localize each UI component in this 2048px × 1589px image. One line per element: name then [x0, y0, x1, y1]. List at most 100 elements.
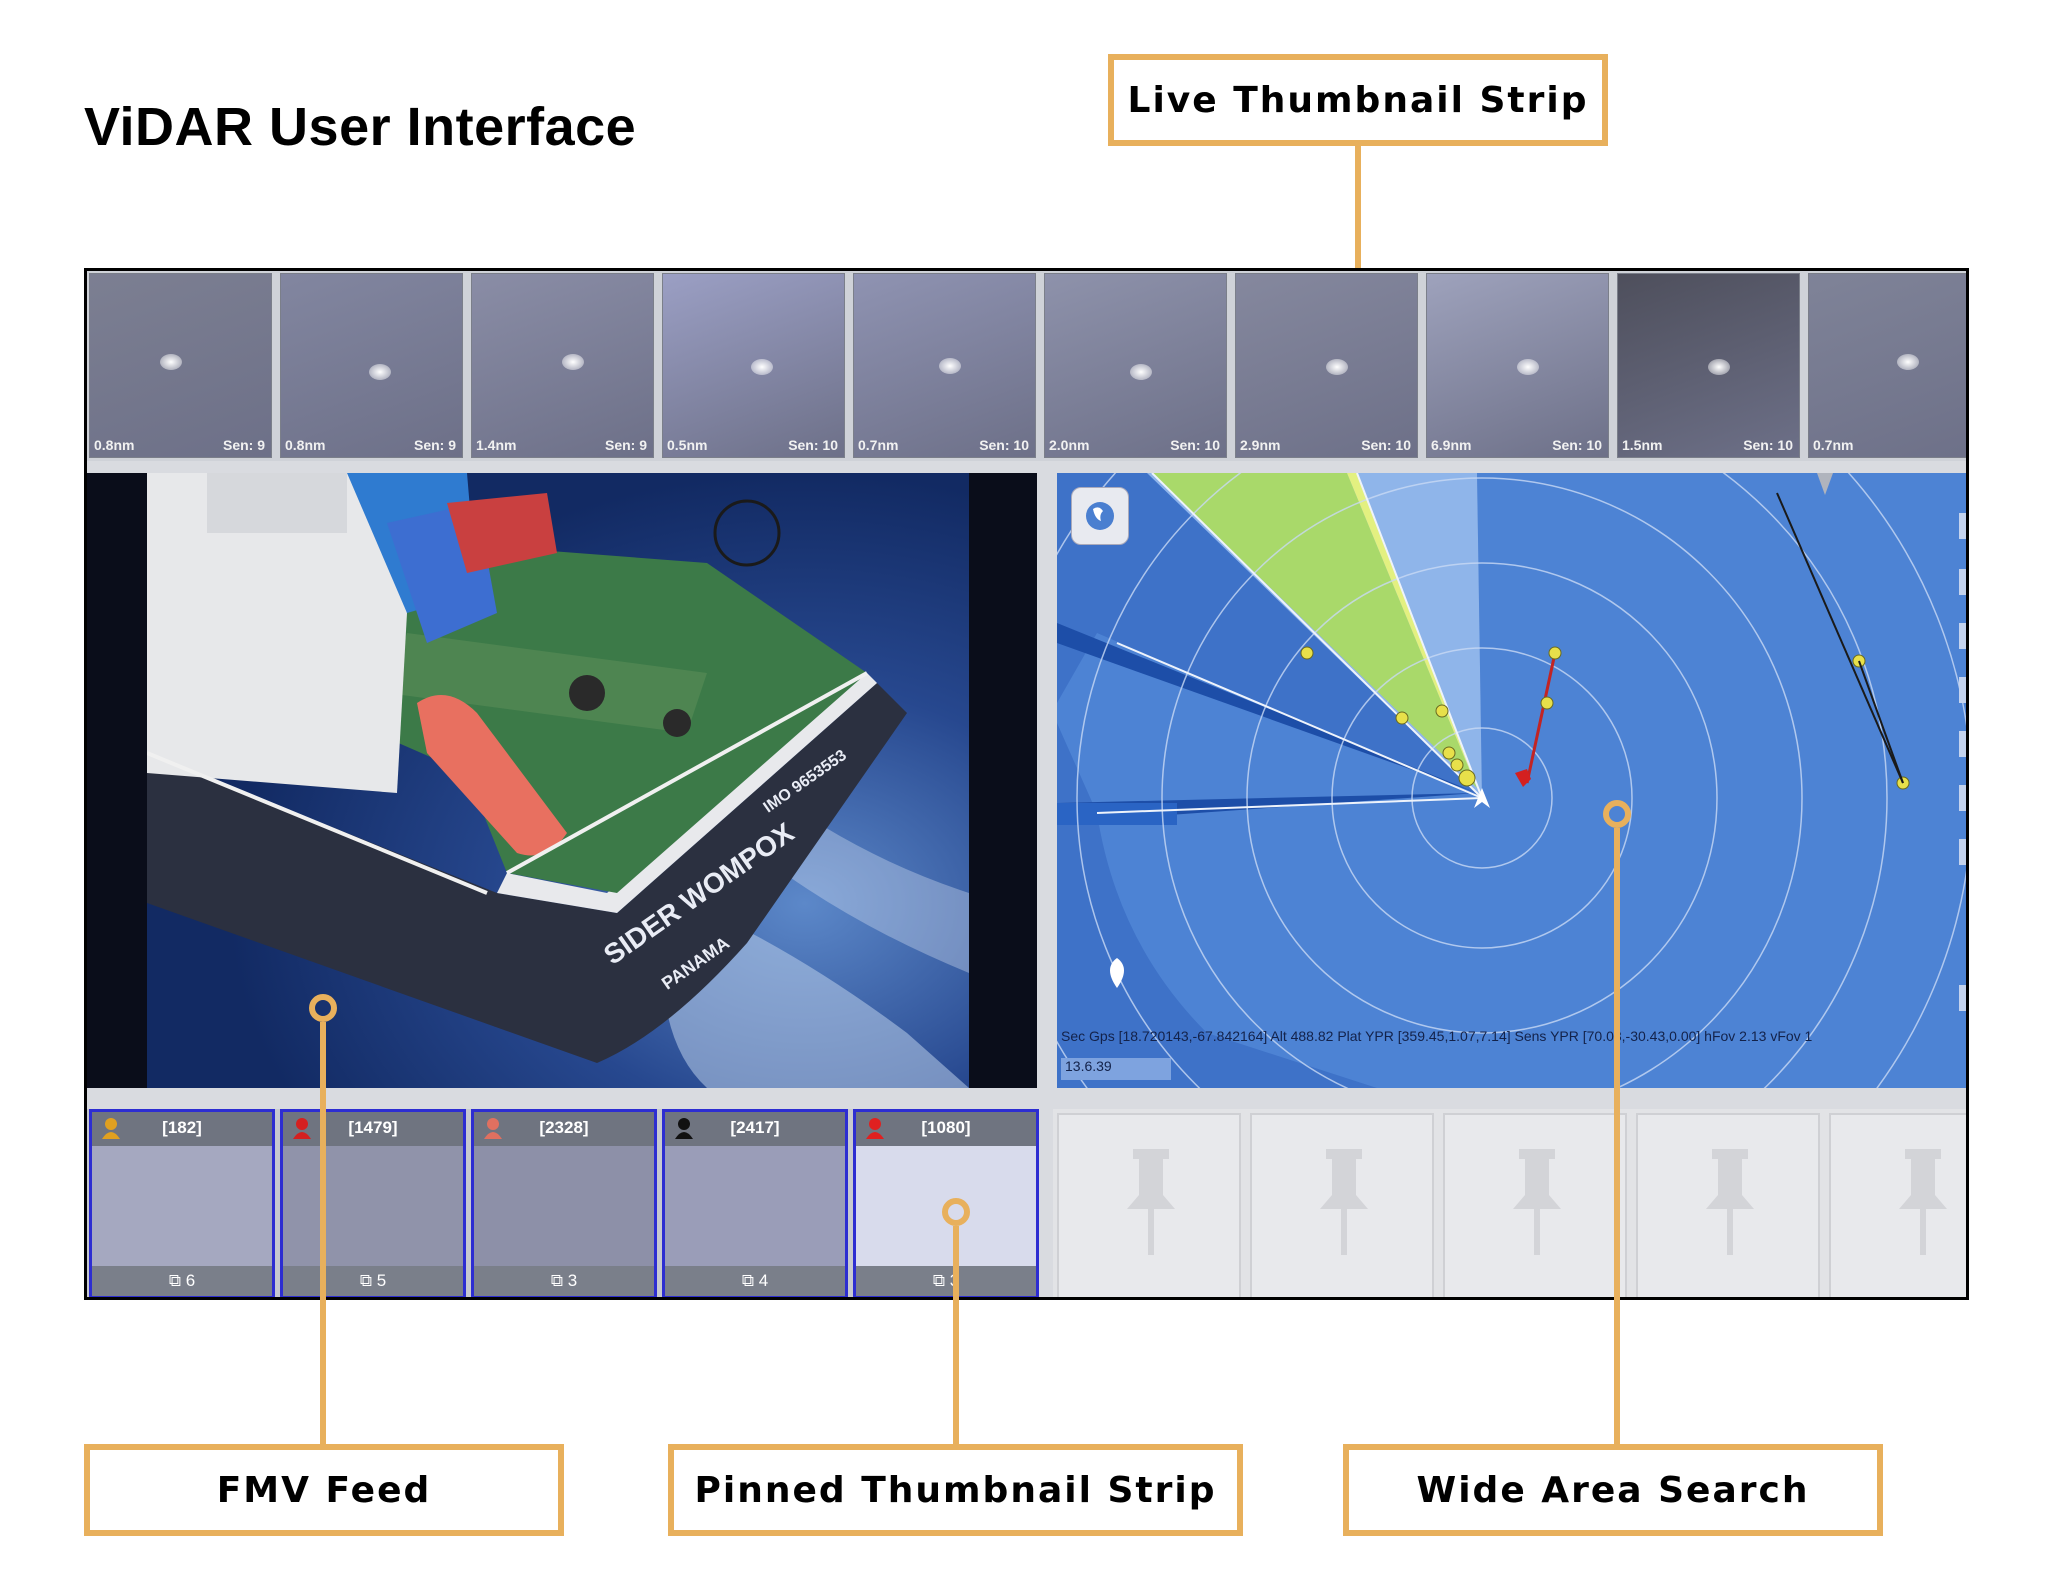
thumbnail-sensitivity: Sen: 10 — [1743, 437, 1793, 453]
thumbnail-range: 0.7nm — [858, 437, 899, 453]
live-thumbnail[interactable]: 0.8nm Sen: 9 — [280, 273, 463, 458]
pinned-thumbnail-id: [1479] — [348, 1118, 398, 1137]
pushpin-icon — [1320, 1149, 1368, 1255]
pushpin-icon — [1513, 1149, 1561, 1255]
pinned-thumbnail-header: [182] — [92, 1112, 272, 1146]
callout-label: Pinned Thumbnail Strip — [694, 1469, 1217, 1511]
pinned-thumbnail-footer: ⧉ 6 — [92, 1266, 272, 1296]
empty-pin-slot[interactable] — [1443, 1113, 1627, 1297]
live-thumbnail[interactable]: 6.9nm Sen: 10 — [1426, 273, 1609, 458]
page-title: ViDAR User Interface — [84, 97, 637, 157]
pinned-thumbnail-header: [2328] — [474, 1112, 654, 1146]
detection-blob — [1130, 364, 1152, 380]
empty-pin-slots — [1053, 1109, 1966, 1297]
thumbnail-range: 0.5nm — [667, 437, 708, 453]
pinned-thumbnail-header: [1080] — [856, 1112, 1036, 1146]
thumbnail-range: 2.9nm — [1240, 437, 1281, 453]
thumbnail-range: 0.7nm — [1813, 437, 1854, 453]
thumbnail-range: 2.0nm — [1049, 437, 1090, 453]
detection-blob — [751, 359, 773, 375]
detection-blob — [369, 364, 391, 380]
pushpin-icon — [1127, 1149, 1175, 1255]
live-thumbnail[interactable]: 0.7nm Sen: 10 — [853, 273, 1036, 458]
fmv-video-frame: SIDER WOMPOX PANAMA IMO 9653553 — [147, 473, 969, 1088]
empty-pin-slot[interactable] — [1250, 1113, 1434, 1297]
thumbnail-sensitivity: Sen: 10 — [1170, 437, 1220, 453]
live-thumbnail[interactable]: 2.0nm Sen: 10 — [1044, 273, 1227, 458]
frames-icon: ⧉ — [550, 1271, 568, 1290]
was-status-line: Sec Gps [18.720143,-67.842164] Alt 488.8… — [1061, 1028, 1813, 1044]
thumbnail-range: 1.5nm — [1622, 437, 1663, 453]
pinned-thumbnail-strip: [182] ⧉ 6 [1479] ⧉ 5 [2328] ⧉ 3 [2417] ⧉ 4 [1080… — [87, 1109, 1039, 1297]
detection-blob — [1517, 359, 1539, 375]
live-thumbnail[interactable]: 1.5nm Sen: 10 — [1617, 273, 1800, 458]
wide-area-search-map[interactable]: Sec Gps [18.720143,-67.842164] Alt 488.8… — [1057, 473, 1966, 1088]
globe-icon — [1086, 502, 1114, 530]
detection-blob — [939, 358, 961, 374]
frames-icon: ⧉ — [168, 1271, 186, 1290]
detection-blob — [1708, 359, 1730, 375]
pinned-thumbnail-id: [1080] — [921, 1118, 971, 1137]
pinned-thumbnail-footer: ⧉ 3 — [474, 1266, 654, 1296]
pinned-thumbnail-header: [2417] — [665, 1112, 845, 1146]
pinned-thumbnail-footer: ⧉ 3 — [856, 1266, 1036, 1296]
thumbnail-sensitivity: Sen: 10 — [979, 437, 1029, 453]
live-thumbnail[interactable]: 1.4nm Sen: 9 — [471, 273, 654, 458]
pinned-thumbnail-footer: ⧉ 5 — [283, 1266, 463, 1296]
classification-marker-icon — [484, 1118, 502, 1139]
pinned-thumbnail-footer: ⧉ 4 — [665, 1266, 845, 1296]
callout-label: Live Thumbnail Strip — [1127, 79, 1589, 121]
callout-label: Wide Area Search — [1416, 1469, 1810, 1511]
live-thumbnail[interactable]: 0.5nm Sen: 10 — [662, 273, 845, 458]
thumbnail-range: 1.4nm — [476, 437, 517, 453]
callout-pinned-thumbnail-strip: Pinned Thumbnail Strip — [668, 1444, 1243, 1536]
thumbnail-sensitivity: Sen: 10 — [788, 437, 838, 453]
pinned-thumbnail-id: [2328] — [539, 1118, 589, 1137]
thumbnail-sensitivity: Sen: 9 — [222, 437, 265, 453]
callout-live-thumbnail-strip: Live Thumbnail Strip — [1108, 54, 1608, 146]
classification-marker-icon — [102, 1118, 120, 1139]
thumbnail-range: 0.8nm — [285, 437, 326, 453]
detection-blob — [160, 354, 182, 370]
detection-blob — [1326, 359, 1348, 375]
empty-pin-slot[interactable] — [1057, 1113, 1241, 1297]
thumbnail-sensitivity: Sen: 9 — [413, 437, 456, 453]
empty-pin-slot[interactable] — [1636, 1113, 1820, 1297]
thumbnail-sensitivity: Se — [1967, 437, 1969, 453]
pinned-frame-count: 5 — [376, 1271, 387, 1290]
live-thumbnail[interactable]: 0.7nm Se — [1808, 273, 1969, 458]
pinned-thumbnail[interactable]: [1479] ⧉ 5 — [280, 1109, 466, 1297]
pinned-frame-count: 4 — [758, 1271, 769, 1290]
fmv-feed[interactable]: SIDER WOMPOX PANAMA IMO 9653553 — [87, 473, 1037, 1088]
thumbnail-range: 0.8nm — [94, 437, 135, 453]
thumbnail-range: 6.9nm — [1431, 437, 1472, 453]
thumbnail-sensitivity: Sen: 9 — [604, 437, 647, 453]
callout-wide-area-search: Wide Area Search — [1343, 1444, 1883, 1536]
globe-button[interactable] — [1071, 487, 1129, 545]
classification-marker-icon — [866, 1118, 884, 1139]
pinned-thumbnail[interactable]: [2328] ⧉ 3 — [471, 1109, 657, 1297]
callout-label: FMV Feed — [216, 1469, 432, 1511]
frames-icon: ⧉ — [741, 1271, 759, 1290]
thumbnail-sensitivity: Sen: 10 — [1552, 437, 1602, 453]
empty-pin-slot[interactable] — [1829, 1113, 1966, 1297]
classification-marker-icon — [675, 1118, 693, 1139]
pushpin-icon — [1899, 1149, 1947, 1255]
pinned-thumbnail-id: [182] — [162, 1118, 202, 1137]
ship-image — [147, 473, 969, 1088]
pinned-frame-count: 6 — [185, 1271, 196, 1290]
frames-icon: ⧉ — [359, 1271, 377, 1290]
live-thumbnail[interactable]: 0.8nm Sen: 9 — [89, 273, 272, 458]
radar-plot — [1057, 473, 1966, 1088]
was-coord-box: 13.6.39 — [1061, 1058, 1171, 1080]
pinned-thumbnail[interactable]: [2417] ⧉ 4 — [662, 1109, 848, 1297]
pinned-thumbnail[interactable]: [182] ⧉ 6 — [89, 1109, 275, 1297]
pinned-frame-count: 3 — [567, 1271, 578, 1290]
callout-fmv-feed: FMV Feed — [84, 1444, 564, 1536]
pushpin-icon — [1706, 1149, 1754, 1255]
detection-blob — [562, 354, 584, 370]
live-thumbnail-strip: 0.8nm Sen: 9 0.8nm Sen: 9 1.4nm Sen: 9 0.5nm Se… — [87, 271, 1969, 461]
classification-marker-icon — [293, 1118, 311, 1139]
